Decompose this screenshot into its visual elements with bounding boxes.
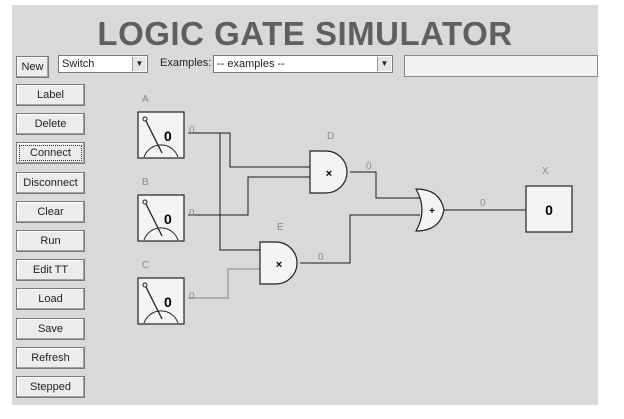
gate-e-symbol: × bbox=[276, 259, 282, 271]
gate-e-label: E bbox=[277, 222, 284, 233]
or-gate-icon bbox=[414, 188, 445, 232]
and-gate-icon bbox=[259, 241, 298, 285]
gate-d-symbol: × bbox=[326, 168, 332, 180]
switch-lever-icon bbox=[145, 203, 163, 237]
wire-a-to-e bbox=[219, 133, 260, 251]
or-gate[interactable]: + 0 bbox=[414, 188, 486, 232]
and-gate-icon bbox=[309, 150, 348, 194]
chevron-down-icon: ▼ bbox=[377, 57, 391, 71]
switch-a-value: 0 bbox=[164, 128, 172, 144]
output-x-value: 0 bbox=[545, 202, 553, 218]
chevron-down-icon: ▼ bbox=[132, 57, 146, 71]
side-button-clear[interactable]: Clear bbox=[16, 200, 85, 223]
examples-value: -- examples -- bbox=[217, 58, 285, 70]
switch-b-wire-value: 0 bbox=[189, 208, 195, 219]
switch-c-label: C bbox=[142, 260, 149, 271]
app-title: LOGIC GATE SIMULATOR bbox=[97, 15, 513, 52]
output-x-label: X bbox=[542, 166, 549, 177]
side-button-disconnect[interactable]: Disconnect bbox=[16, 171, 85, 194]
side-button-load[interactable]: Load bbox=[16, 288, 85, 311]
wire-c-to-e bbox=[188, 268, 260, 299]
switch-b-value: 0 bbox=[164, 211, 172, 227]
switch-knob-icon bbox=[142, 282, 148, 288]
switch-b[interactable]: 0 B 0 bbox=[137, 177, 195, 242]
wire-a-to-d bbox=[188, 132, 310, 168]
gauge-arc-icon bbox=[143, 144, 179, 158]
switch-a-wire-value: 0 bbox=[189, 125, 195, 136]
gate-type-select[interactable]: Switch ▼ bbox=[58, 55, 148, 73]
or-gate-output-value: 0 bbox=[480, 198, 486, 209]
light-wires bbox=[188, 268, 260, 299]
gate-d-output-value: 0 bbox=[366, 161, 372, 172]
examples-select[interactable]: -- examples -- ▼ bbox=[213, 55, 393, 73]
switch-c[interactable]: 0 C 0 bbox=[137, 260, 195, 325]
wire-e-to-or bbox=[300, 214, 420, 264]
side-button-edit-tt[interactable]: Edit TT bbox=[16, 259, 85, 282]
and-gate-d[interactable]: × D 0 bbox=[309, 131, 372, 194]
side-button-connect[interactable]: Connect bbox=[16, 142, 85, 165]
side-button-stepped[interactable]: Stepped bbox=[16, 376, 85, 398]
gauge-arc-icon bbox=[143, 310, 179, 324]
output-x[interactable]: 0 X bbox=[525, 166, 573, 233]
and-gate-e[interactable]: × E 0 bbox=[259, 222, 324, 285]
side-button-run[interactable]: Run bbox=[16, 230, 85, 252]
gate-d-label: D bbox=[327, 131, 334, 142]
new-button[interactable]: New bbox=[16, 56, 49, 78]
switch-knob-icon bbox=[142, 116, 148, 122]
switch-c-value: 0 bbox=[164, 294, 172, 310]
side-button-refresh[interactable]: Refresh bbox=[16, 346, 85, 369]
wire-d-to-or bbox=[350, 171, 420, 199]
or-gate-symbol: + bbox=[429, 206, 435, 217]
gate-type-value: Switch bbox=[62, 58, 95, 70]
gauge-arc-icon bbox=[143, 227, 179, 241]
switch-lever-icon bbox=[145, 286, 163, 320]
circuit-canvas[interactable]: 0 A 0 0 B 0 0 C 0 × D 0 bbox=[92, 85, 598, 405]
app-window: LOGIC GATE SIMULATOR New Switch ▼ Exampl… bbox=[12, 5, 598, 405]
switch-b-label: B bbox=[142, 177, 149, 188]
switch-a-label: A bbox=[142, 94, 149, 105]
wire-b-to-d bbox=[188, 176, 310, 216]
wires bbox=[188, 132, 526, 264]
examples-label: Examples: bbox=[160, 57, 212, 69]
gate-e-output-value: 0 bbox=[318, 252, 324, 263]
status-field[interactable] bbox=[404, 55, 598, 77]
switch-knob-icon bbox=[142, 199, 148, 205]
switch-lever-icon bbox=[145, 120, 163, 154]
side-button-save[interactable]: Save bbox=[16, 317, 85, 340]
side-button-delete[interactable]: Delete bbox=[16, 113, 85, 136]
switch-a[interactable]: 0 A 0 bbox=[137, 94, 195, 159]
switch-c-wire-value: 0 bbox=[189, 291, 195, 302]
side-button-label[interactable]: Label bbox=[16, 84, 85, 106]
